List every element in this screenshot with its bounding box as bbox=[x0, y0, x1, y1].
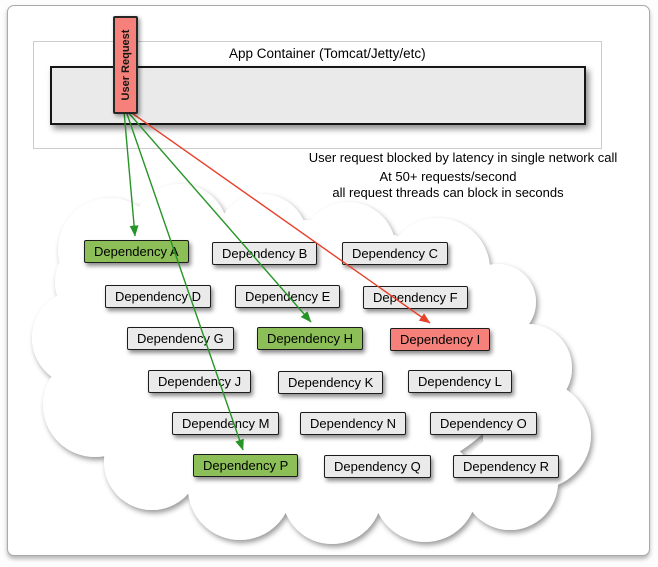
user-request-label: User Request bbox=[119, 29, 132, 101]
dependency-box-q: Dependency Q bbox=[324, 455, 431, 478]
dependency-box-b: Dependency B bbox=[212, 242, 318, 265]
dependency-box-r: Dependency R bbox=[453, 455, 559, 478]
dependency-box-c: Dependency C bbox=[342, 242, 448, 265]
dependency-box-l: Dependency L bbox=[408, 370, 512, 393]
dependency-box-g: Dependency G bbox=[127, 327, 234, 350]
dependency-box-k: Dependency K bbox=[278, 371, 384, 394]
user-request-box: User Request bbox=[113, 16, 138, 114]
dependency-box-j: Dependency J bbox=[148, 370, 252, 393]
dependency-box-m: Dependency M bbox=[172, 412, 280, 435]
dependency-box-a: Dependency A bbox=[84, 240, 189, 263]
latency-note: User request blocked by latency in singl… bbox=[308, 150, 618, 165]
rate-note: At 50+ requests/second all request threa… bbox=[265, 169, 631, 201]
rate-note-line1: At 50+ requests/second bbox=[379, 169, 517, 184]
app-container-title: App Container (Tomcat/Jetty/etc) bbox=[229, 46, 426, 61]
dependency-box-n: Dependency N bbox=[300, 412, 406, 435]
dependency-box-p: Dependency P bbox=[193, 454, 299, 477]
dependency-box-o: Dependency O bbox=[430, 412, 537, 435]
rate-note-line2: all request threads can block in seconds bbox=[332, 185, 564, 200]
dependency-box-h: Dependency H bbox=[257, 327, 363, 350]
dependency-box-d: Dependency D bbox=[105, 285, 211, 308]
dependency-box-f: Dependency F bbox=[363, 286, 468, 309]
dependency-box-i: Dependency I bbox=[390, 328, 491, 351]
dependency-box-e: Dependency E bbox=[235, 285, 341, 308]
